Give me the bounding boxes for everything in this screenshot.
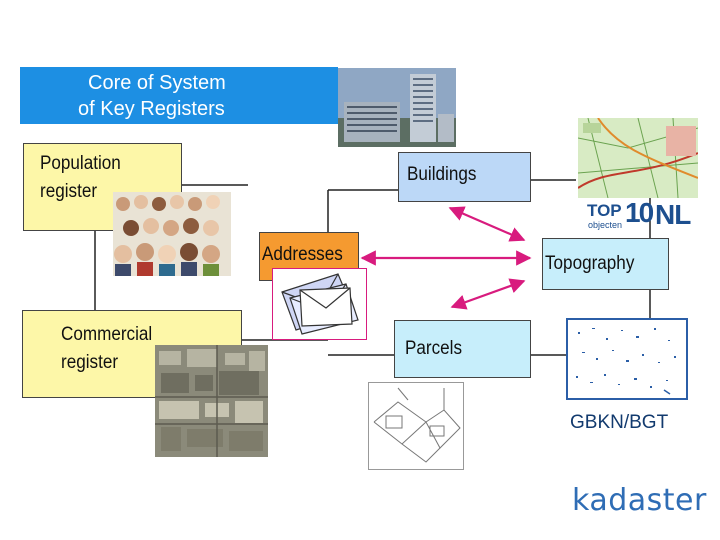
top10nl-nl-text: NL bbox=[655, 199, 691, 230]
buildings-label: Buildings bbox=[407, 164, 477, 185]
parcel-map bbox=[368, 382, 464, 470]
population-label-line-1: Population bbox=[40, 153, 121, 174]
topography-label: Topography bbox=[545, 253, 635, 274]
title-line-2: of Key Registers bbox=[78, 98, 225, 120]
top10nl-number: 10 bbox=[625, 197, 654, 228]
envelopes-icon bbox=[272, 268, 367, 340]
kadaster-logo: kadaster bbox=[572, 483, 707, 518]
top10nl-logo: TOP 10 NL objecten bbox=[585, 197, 695, 235]
parcels-label: Parcels bbox=[405, 338, 463, 359]
topographic-map bbox=[578, 118, 698, 198]
parcels-box: Parcels bbox=[394, 320, 531, 378]
commercial-label-line-1: Commercial bbox=[61, 324, 153, 345]
title-line-1: Core of System bbox=[88, 72, 226, 94]
population-label-line-2: register bbox=[40, 181, 98, 202]
buildings-box: Buildings bbox=[398, 152, 531, 202]
addresses-label: Addresses bbox=[262, 244, 343, 265]
gbkn-map bbox=[566, 318, 688, 400]
topography-box: Topography bbox=[542, 238, 669, 290]
top10nl-top-text: TOP bbox=[587, 201, 622, 220]
building-photo bbox=[338, 68, 456, 147]
top10nl-sub-text: objecten bbox=[588, 220, 623, 230]
aerial-photo bbox=[155, 345, 268, 457]
people-photo bbox=[113, 192, 231, 276]
arrow-buildings-topography bbox=[448, 206, 526, 242]
arrow-parcels-topography bbox=[450, 278, 526, 310]
diagram-title: Core of System of Key Registers bbox=[20, 67, 338, 124]
gbkn-bgt-label: GBKN/BGT bbox=[570, 412, 669, 433]
commercial-label-line-2: register bbox=[61, 352, 119, 373]
